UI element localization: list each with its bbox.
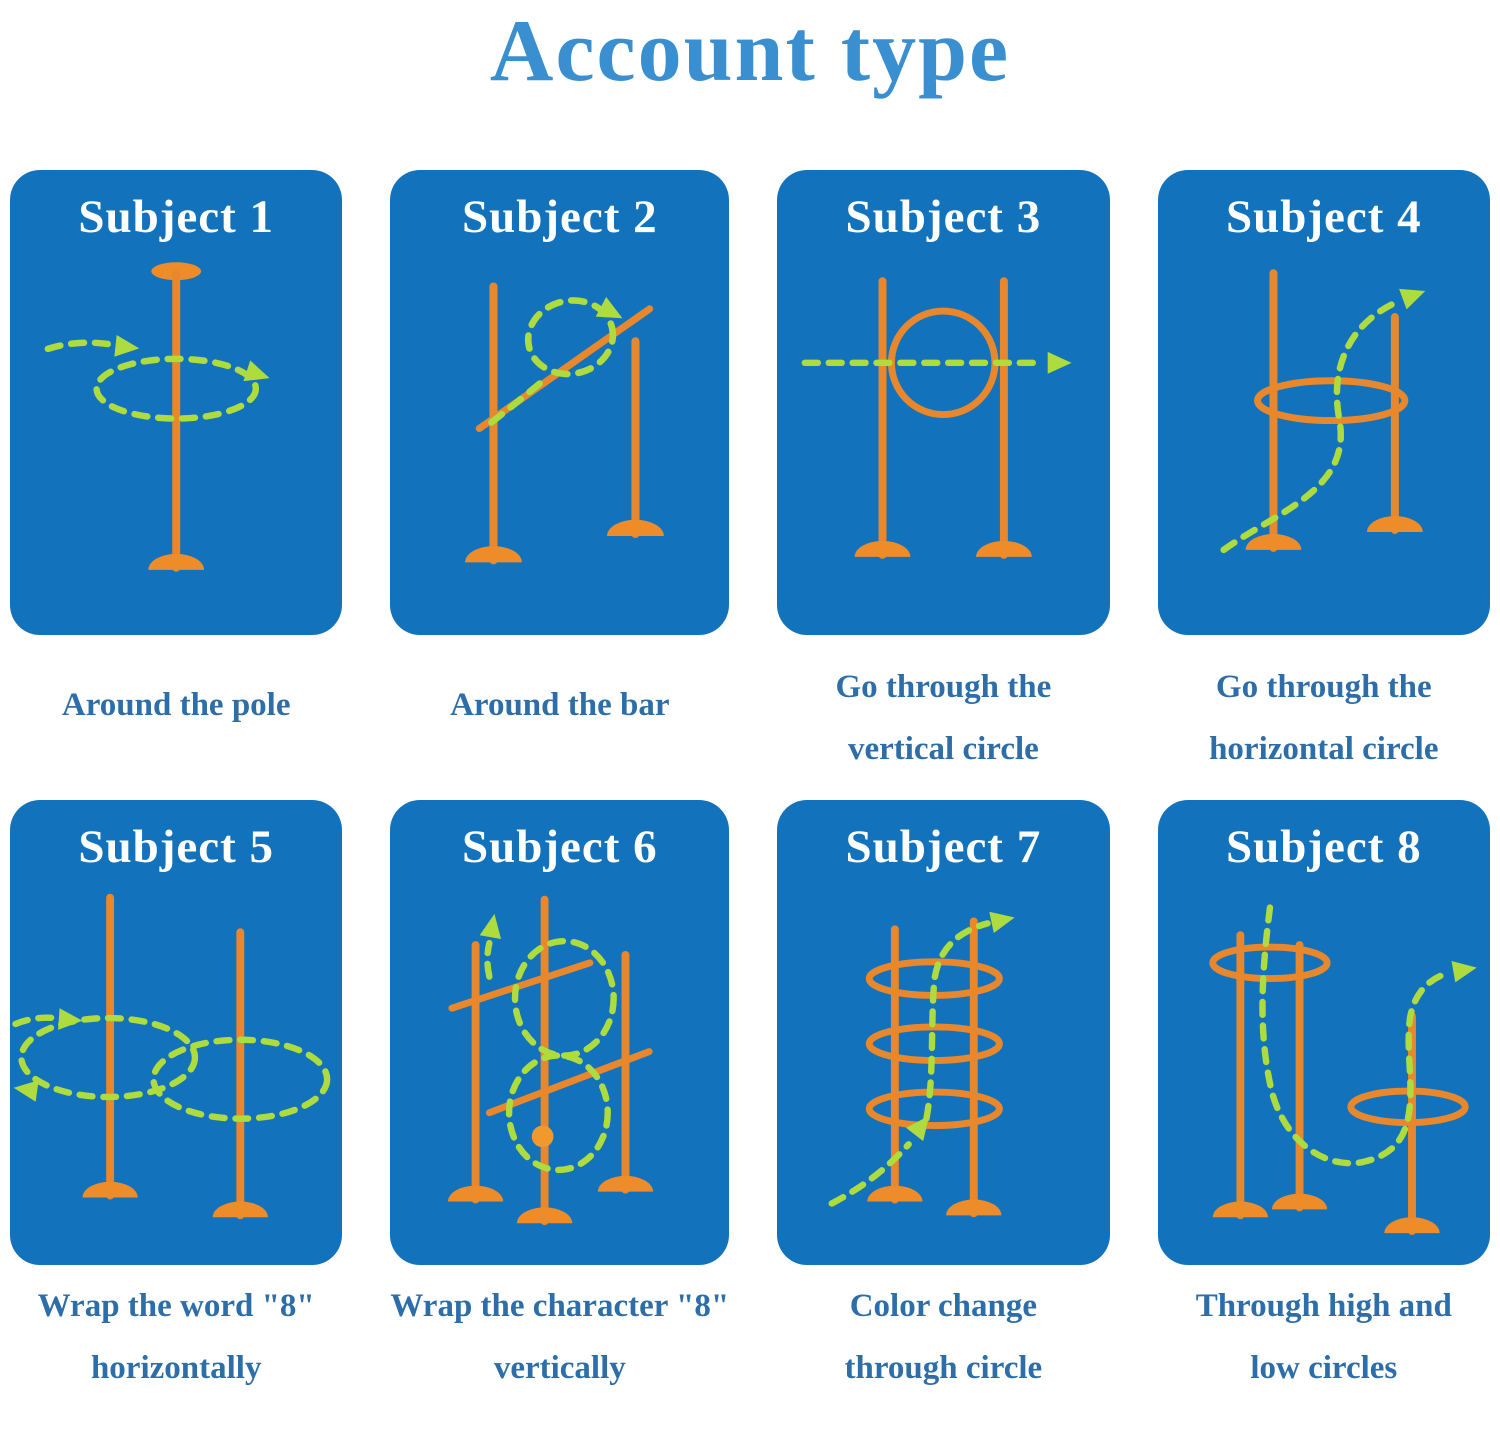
card-subject-1: Subject 1 bbox=[10, 170, 343, 636]
caption-line: Through high and bbox=[1195, 1287, 1452, 1324]
vertical-figure-eight-diagram bbox=[448, 896, 654, 1226]
card-subject-4: Subject 4 bbox=[1157, 170, 1490, 636]
card-subject-6: Subject 6 bbox=[390, 800, 730, 1266]
card-subject-5: Subject 5 bbox=[10, 800, 343, 1266]
card-title: Subject 6 bbox=[461, 821, 658, 874]
caption-line: horizontally bbox=[90, 1349, 262, 1386]
caption-line: Go through the bbox=[1215, 668, 1432, 705]
caption-subject-8: Through high and low circles bbox=[1158, 1265, 1490, 1408]
vertical-circle-diagram bbox=[801, 277, 1072, 560]
card-title: Subject 2 bbox=[461, 191, 658, 244]
card-subject-8: Subject 8 bbox=[1157, 800, 1490, 1266]
caption-line: Around the pole bbox=[61, 686, 291, 723]
horizontal-circle-diagram bbox=[1220, 269, 1425, 554]
caption-subject-3: Go through the vertical circle bbox=[777, 635, 1109, 800]
caption-subject-7: Color change through circle bbox=[777, 1265, 1109, 1408]
caption-line: Color change bbox=[849, 1287, 1038, 1324]
caption-line: Wrap the character "8" bbox=[390, 1287, 730, 1324]
caption-line: vertical circle bbox=[847, 730, 1039, 767]
card-title: Subject 3 bbox=[845, 191, 1042, 244]
caption-line: Wrap the word "8" bbox=[37, 1287, 315, 1324]
card-title: Subject 4 bbox=[1225, 191, 1422, 244]
caption-subject-1: Around the pole bbox=[10, 635, 342, 800]
caption-subject-6: Wrap the character "8" vertically bbox=[390, 1265, 729, 1408]
around-pole-diagram bbox=[44, 262, 270, 573]
card-subject-2: Subject 2 bbox=[390, 170, 730, 636]
horizontal-figure-eight-diagram bbox=[12, 894, 331, 1220]
caption-subject-4: Go through the horizontal circle bbox=[1158, 635, 1490, 800]
cards-grid: Subject 1 Subject 2 bbox=[0, 170, 1500, 1408]
card-subject-3: Subject 3 bbox=[777, 170, 1110, 636]
caption-line: Around the bar bbox=[450, 686, 670, 723]
caption-subject-2: Around the bar bbox=[390, 635, 729, 800]
card-title: Subject 1 bbox=[78, 191, 275, 244]
caption-line: Go through the bbox=[835, 668, 1052, 705]
caption-subject-5: Wrap the word "8" horizontally bbox=[10, 1265, 342, 1408]
around-bar-diagram bbox=[465, 282, 665, 565]
card-title: Subject 5 bbox=[78, 821, 275, 874]
card-title: Subject 7 bbox=[845, 821, 1042, 874]
card-title: Subject 8 bbox=[1225, 821, 1422, 874]
card-subject-7: Subject 7 bbox=[777, 800, 1110, 1266]
caption-line: through circle bbox=[844, 1349, 1043, 1386]
caption-line: horizontal circle bbox=[1209, 730, 1439, 767]
caption-line: low circles bbox=[1250, 1349, 1398, 1386]
page-title: Account type bbox=[489, 3, 1011, 100]
caption-line: vertically bbox=[493, 1349, 626, 1386]
stacked-circles-diagram bbox=[828, 912, 1015, 1218]
high-low-circles-diagram bbox=[1208, 904, 1477, 1236]
